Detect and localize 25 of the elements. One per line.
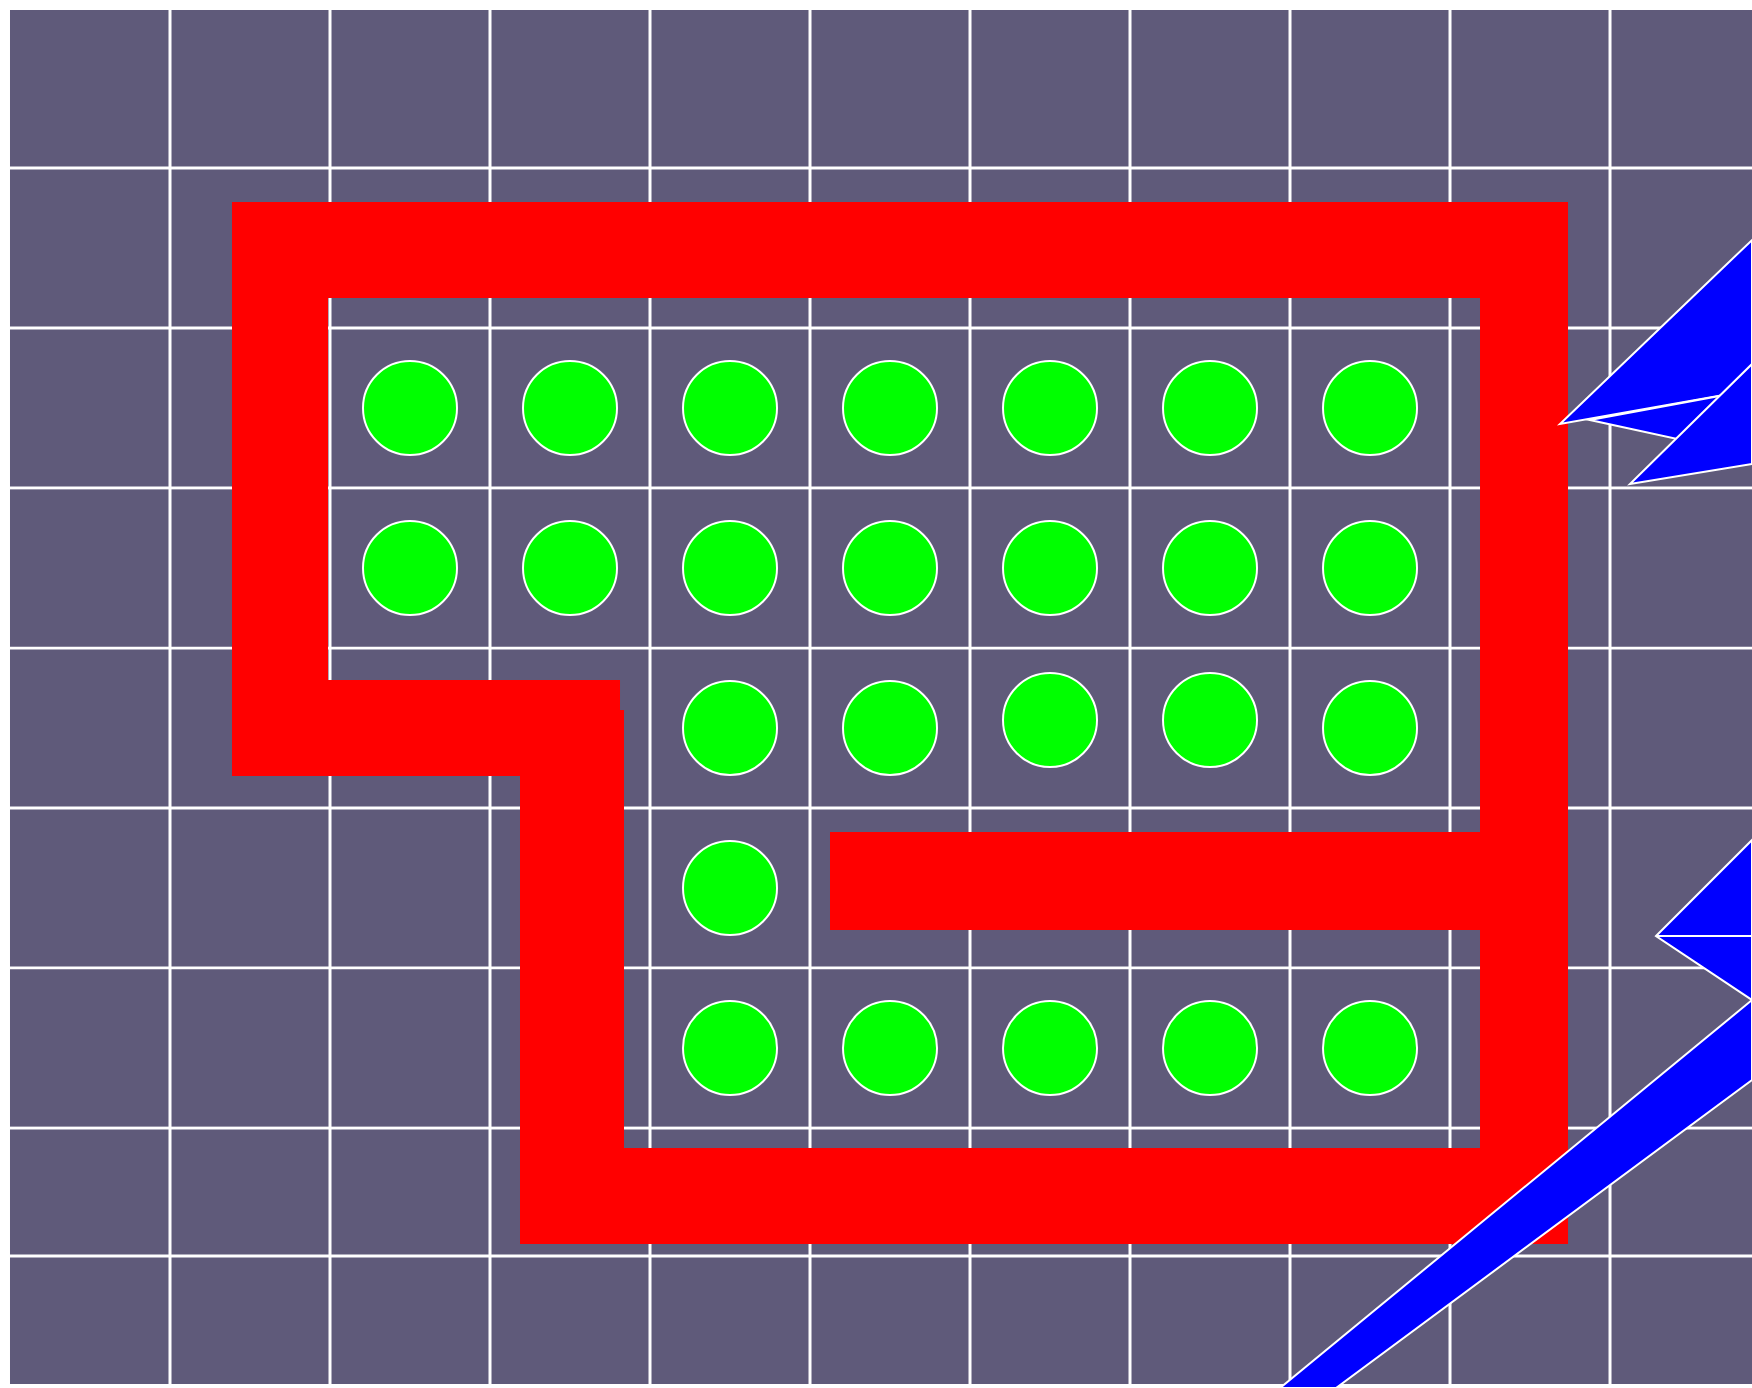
dot <box>362 520 458 616</box>
dot <box>1162 520 1258 616</box>
dot <box>1002 520 1098 616</box>
dot <box>682 520 778 616</box>
dot <box>682 360 778 456</box>
dot <box>842 680 938 776</box>
dot <box>1322 360 1418 456</box>
dot <box>1002 360 1098 456</box>
dot <box>682 1000 778 1096</box>
dot <box>842 1000 938 1096</box>
dot <box>1162 1000 1258 1096</box>
dot <box>1162 672 1258 768</box>
dot <box>1322 680 1418 776</box>
dot <box>1002 672 1098 768</box>
dot <box>1002 1000 1098 1096</box>
dot <box>1322 520 1418 616</box>
dot <box>522 520 618 616</box>
dot <box>1322 1000 1418 1096</box>
dot <box>682 840 778 936</box>
dot <box>362 360 458 456</box>
dot <box>842 360 938 456</box>
dot <box>682 680 778 776</box>
dot <box>1162 360 1258 456</box>
dot <box>522 360 618 456</box>
dot <box>842 520 938 616</box>
